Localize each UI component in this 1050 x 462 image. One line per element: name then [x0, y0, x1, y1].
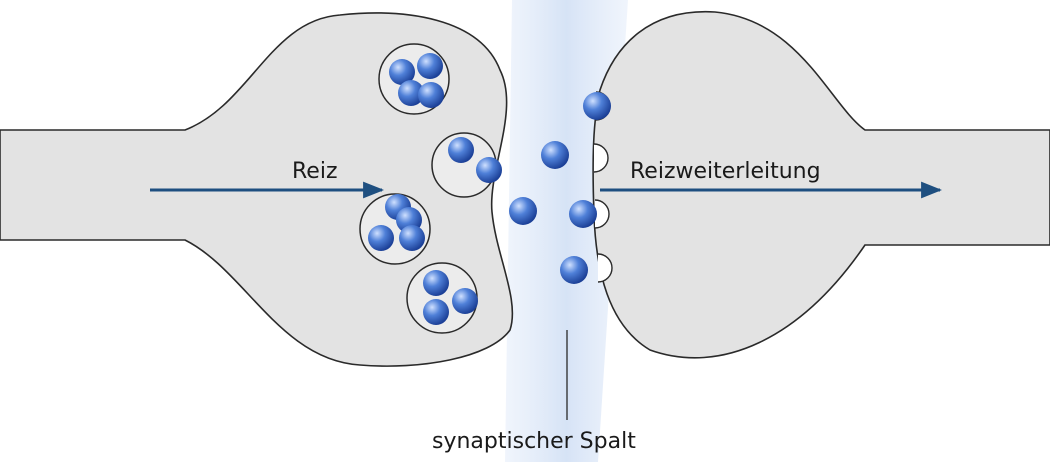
postsynaptic-terminal: [592, 10, 1050, 359]
receptor-site-icon: [594, 199, 610, 229]
neurotransmitter-sphere-icon: [583, 92, 611, 120]
cleft-label: synaptischer Spalt: [432, 429, 636, 454]
neurotransmitter-sphere-icon: [569, 200, 597, 228]
neurotransmitter-sphere-icon: [541, 141, 569, 169]
transmission-label: Reizweiterleitung: [630, 159, 821, 184]
receptor-site-icon: [597, 253, 613, 283]
released-neurotransmitters: [509, 92, 611, 284]
vesicle-fusing: [431, 132, 502, 198]
neurotransmitter-sphere-icon: [560, 256, 588, 284]
vesicle-bottom: [406, 262, 478, 334]
neurotransmitter-sphere-icon: [509, 197, 537, 225]
stimulus-label: Reiz: [292, 159, 338, 184]
vesicle-middle: [359, 193, 431, 265]
receptor-site-icon: [593, 143, 609, 173]
vesicle-top: [378, 43, 450, 115]
